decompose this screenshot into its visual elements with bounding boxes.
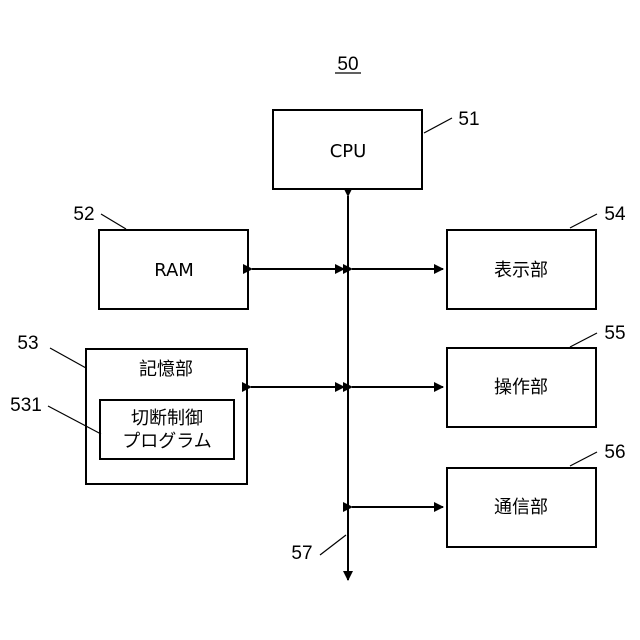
program-label-line2: プログラム <box>122 431 211 452</box>
ram-ref: 52 <box>73 204 94 225</box>
figure-ref: 50 <box>337 54 358 75</box>
communication-label: 通信部 <box>494 497 548 518</box>
bus-ref: 57 <box>291 543 312 564</box>
storage-label: 記憶部 <box>139 359 193 380</box>
ram-ref-leader <box>101 214 126 229</box>
operation-ref-leader <box>570 333 597 347</box>
operation-ref: 55 <box>604 323 625 344</box>
display-ref: 54 <box>604 204 626 225</box>
communication-ref: 56 <box>604 442 625 463</box>
operation-label: 操作部 <box>494 377 548 398</box>
display-ref-leader <box>570 214 597 228</box>
storage-ref-leader <box>50 348 86 368</box>
cpu-ref-leader <box>424 118 452 133</box>
storage-ref: 53 <box>17 333 38 354</box>
display-label: 表示部 <box>494 260 548 281</box>
bus-ref-leader <box>320 535 346 555</box>
cpu-label: CPU <box>330 141 367 162</box>
program-ref: 531 <box>10 395 42 416</box>
ram-label: RAM <box>154 260 194 281</box>
program-label-line1: 切断制御 <box>131 408 203 429</box>
communication-ref-leader <box>570 452 597 466</box>
cpu-ref: 51 <box>458 109 479 130</box>
